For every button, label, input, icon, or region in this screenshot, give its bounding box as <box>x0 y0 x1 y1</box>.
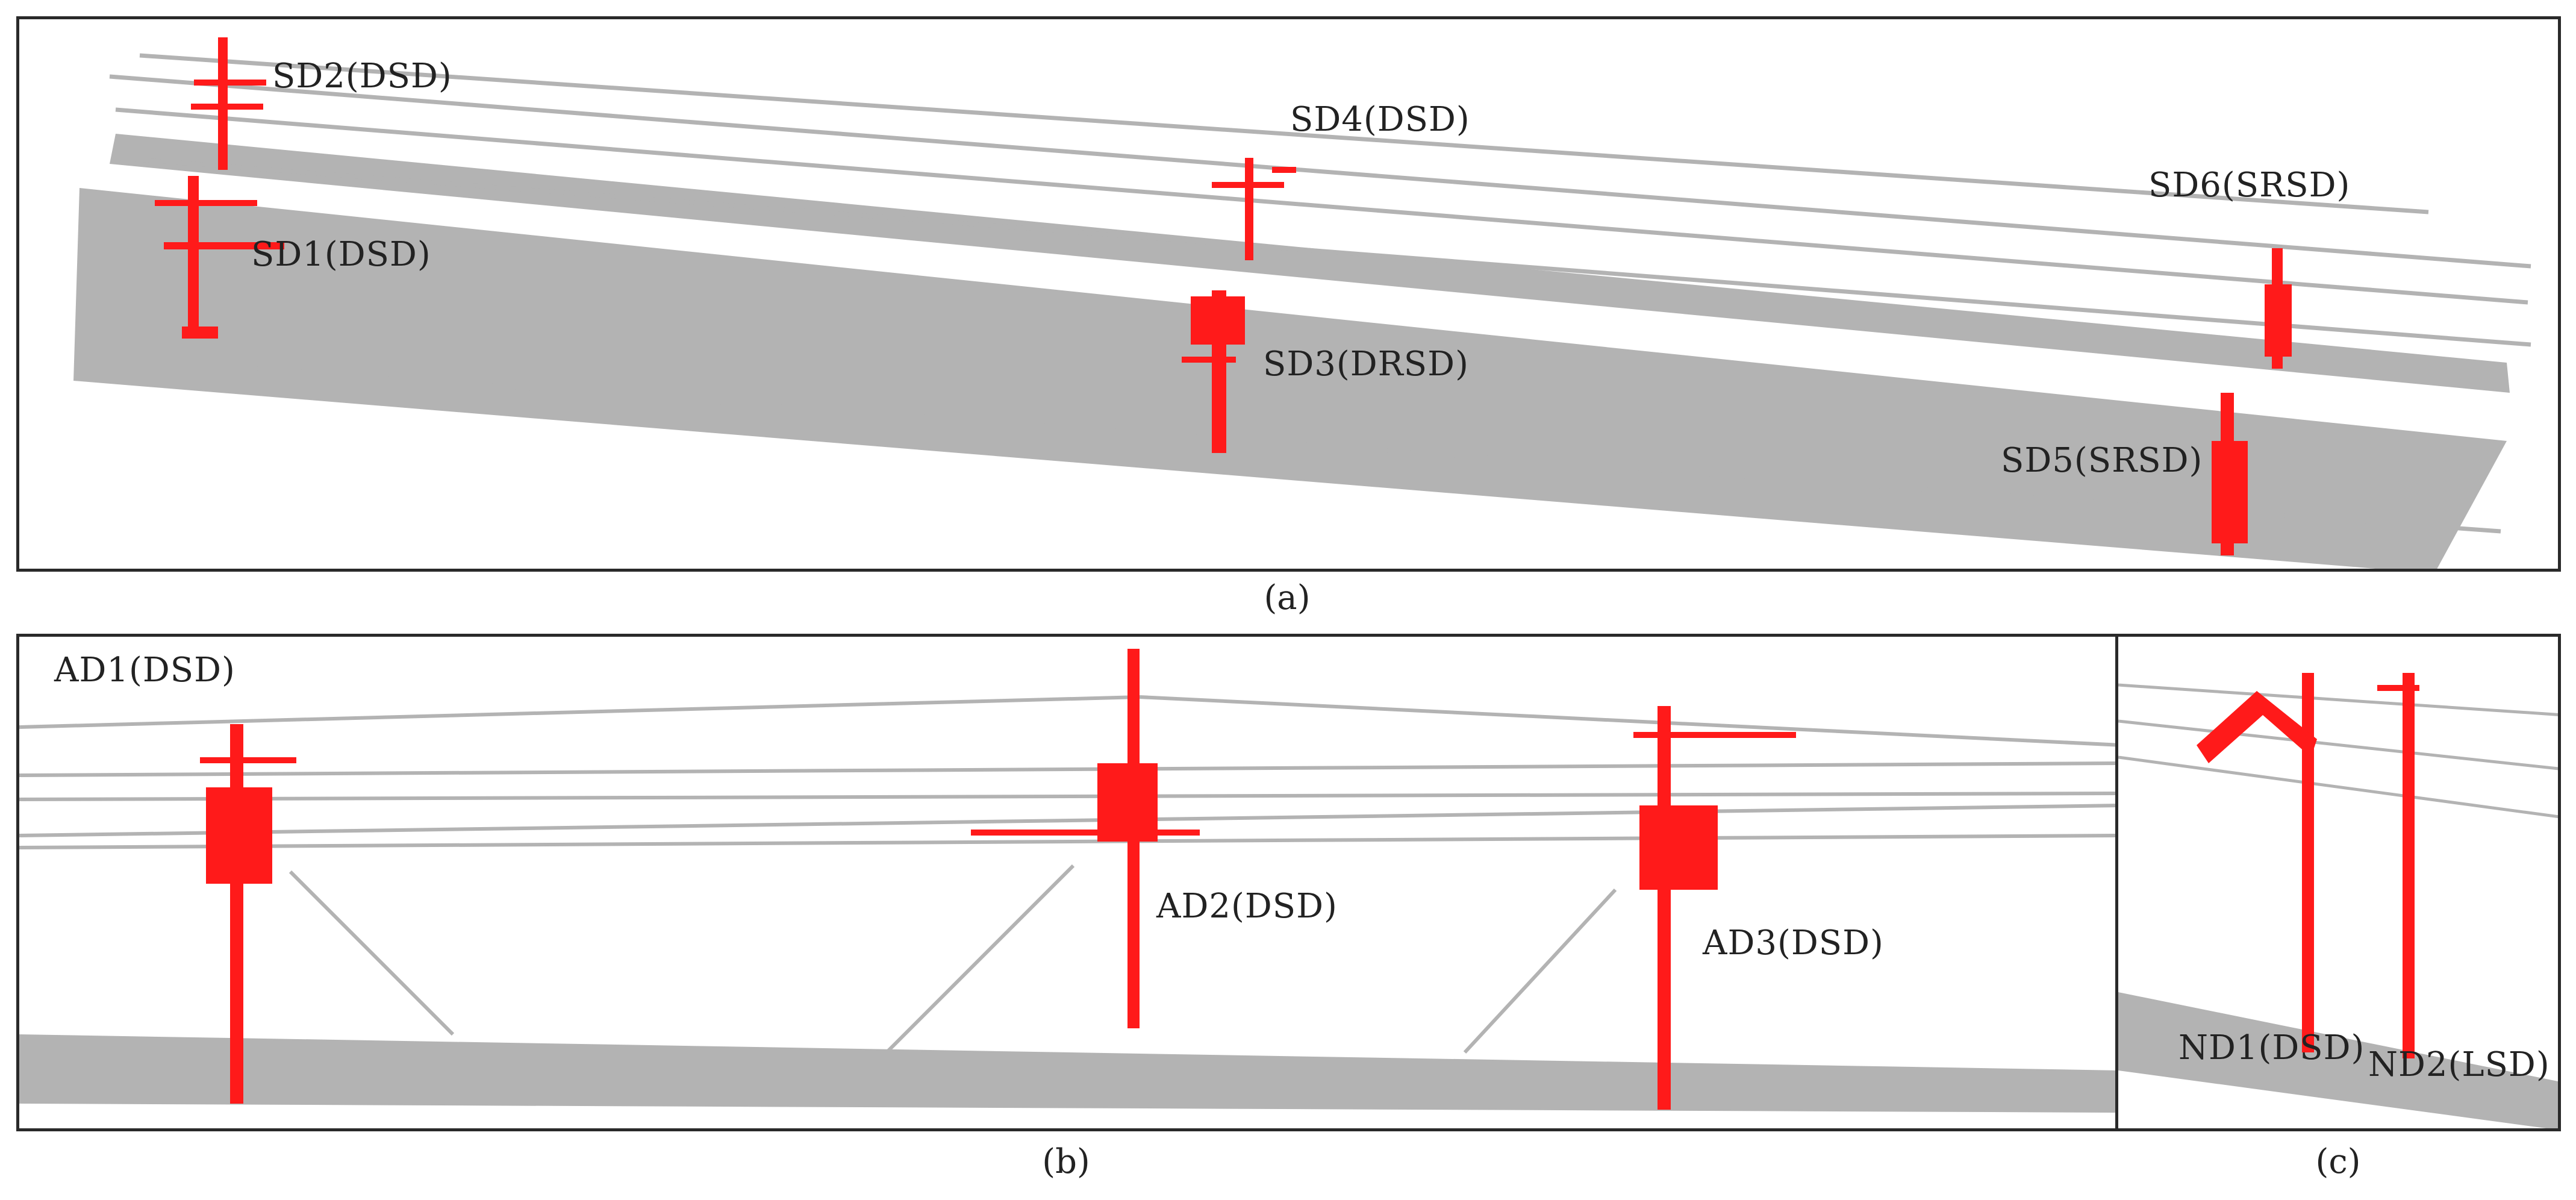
platform-strip <box>110 134 2510 393</box>
track-bed <box>73 188 2507 569</box>
mast-ad1 <box>230 724 243 1104</box>
mast-sd1 <box>188 176 199 339</box>
panel-b: AD1(DSD) AD2(DSD) AD3(DSD) <box>16 634 2118 1131</box>
mast-sd4 <box>1245 158 1253 260</box>
panel-b-scene <box>19 649 2115 1113</box>
panel-c: ND1(DSD) ND2(LSD) <box>2115 634 2561 1131</box>
panel-a-scene <box>73 37 2531 569</box>
mast-nd1 <box>2302 673 2314 1052</box>
mast-ad3 <box>1658 706 1671 1110</box>
mast-nd2 <box>2403 673 2415 1058</box>
caption-a: (a) <box>1264 578 1311 617</box>
label-ad2: AD2(DSD) <box>1156 887 1338 926</box>
label-sd2: SD2(DSD) <box>272 57 452 96</box>
label-nd1: ND1(DSD) <box>2178 1028 2365 1067</box>
label-sd3: SD3(DRSD) <box>1263 345 1469 384</box>
label-ad3: AD3(DSD) <box>1703 923 1884 963</box>
caption-b: (b) <box>1042 1142 1090 1181</box>
ground <box>19 1034 2115 1113</box>
ground-slab <box>2118 992 2558 1128</box>
label-ad1: AD1(DSD) <box>54 651 235 690</box>
label-sd5: SD5(SRSD) <box>2001 441 2203 480</box>
caption-c: (c) <box>2315 1142 2361 1181</box>
label-sd1: SD1(DSD) <box>251 235 431 274</box>
panel-c-scene <box>2118 673 2558 1128</box>
label-nd2: ND2(LSD) <box>2368 1045 2550 1084</box>
panel-a: SD2(DSD) SD1(DSD) SD4(DSD) SD3(DRSD) SD6… <box>16 16 2561 572</box>
label-sd6: SD6(SRSD) <box>2148 166 2351 205</box>
label-sd4: SD4(DSD) <box>1290 100 1470 139</box>
